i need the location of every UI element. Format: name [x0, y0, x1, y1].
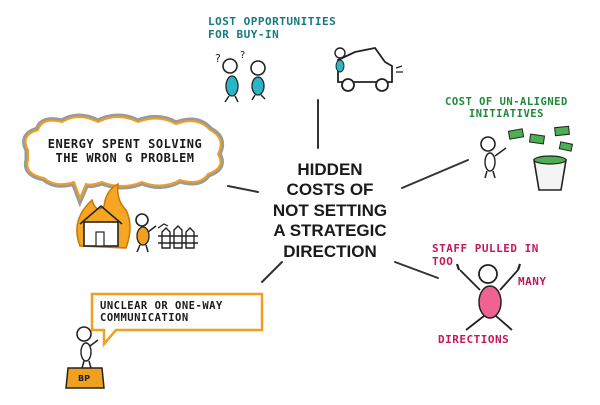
soapbox-speaker-icon: BP — [65, 326, 105, 389]
branch-initiatives-label: COST OF UN-ALIGNED INITIATIVES — [445, 96, 568, 120]
branch-label-line: DIRECTIONS — [438, 333, 510, 346]
branch-label-line: FOR BUY-IN — [208, 27, 280, 41]
truck-icon — [334, 47, 403, 92]
branch-buy-in-label: LOST OPPORTUNITIES FOR BUY-IN — [208, 15, 337, 41]
connector-communication — [261, 261, 283, 283]
branch-label-line: UNCLEAR OR ONE-WAY — [100, 300, 223, 312]
confused-people-icon: ? ? — [215, 50, 266, 103]
branch-label-line: STAFF PULLED IN — [432, 242, 539, 255]
firefighter-figure-icon — [135, 213, 169, 253]
connector-staff — [394, 261, 439, 279]
fence-icon — [158, 225, 198, 249]
central-topic-line: COSTS OF — [286, 180, 374, 200]
branch-energy-label: ENERGY SPENT SOLVING THE WRON G PROBLEM — [40, 137, 210, 166]
central-topic-line: NOT SETTING — [272, 200, 388, 220]
branch-label-line: COMMUNICATION — [100, 312, 189, 325]
burning-house-icon — [76, 182, 131, 249]
branch-label-line: LOST OPPORTUNITIES — [208, 15, 337, 28]
branch-label-line: INITIATIVES — [468, 108, 544, 121]
branch-label-line: ENERGY SPENT SOLVING — [47, 137, 203, 151]
branch-staff-label-top: STAFF PULLED IN TOO — [432, 242, 539, 268]
connector-initiatives — [401, 159, 469, 189]
branch-communication-label: UNCLEAR OR ONE-WAY COMMUNICATION — [100, 300, 223, 324]
svg-text:?: ? — [215, 52, 221, 65]
branch-label-line: MANY — [518, 275, 547, 288]
branch-label-line: TOO — [432, 254, 454, 268]
central-topic-line: A STRATEGIC — [273, 221, 387, 241]
svg-text:?: ? — [240, 50, 245, 61]
thought-cloud — [22, 113, 225, 208]
central-topic-line: HIDDEN — [297, 160, 363, 179]
money-bin-icon — [480, 125, 574, 191]
central-topic: HIDDEN COSTS OF NOT SETTING A STRATEGIC … — [255, 160, 405, 262]
soapbox-label: BP — [78, 374, 90, 383]
pulled-figure-icon — [455, 263, 522, 331]
branch-label-line: COST OF UN-ALIGNED — [445, 96, 568, 108]
branch-label-line: THE WRON G PROBLEM — [55, 150, 195, 165]
central-topic-line: DIRECTION — [283, 241, 377, 261]
connector-energy — [227, 185, 259, 193]
speech-box — [90, 292, 264, 348]
